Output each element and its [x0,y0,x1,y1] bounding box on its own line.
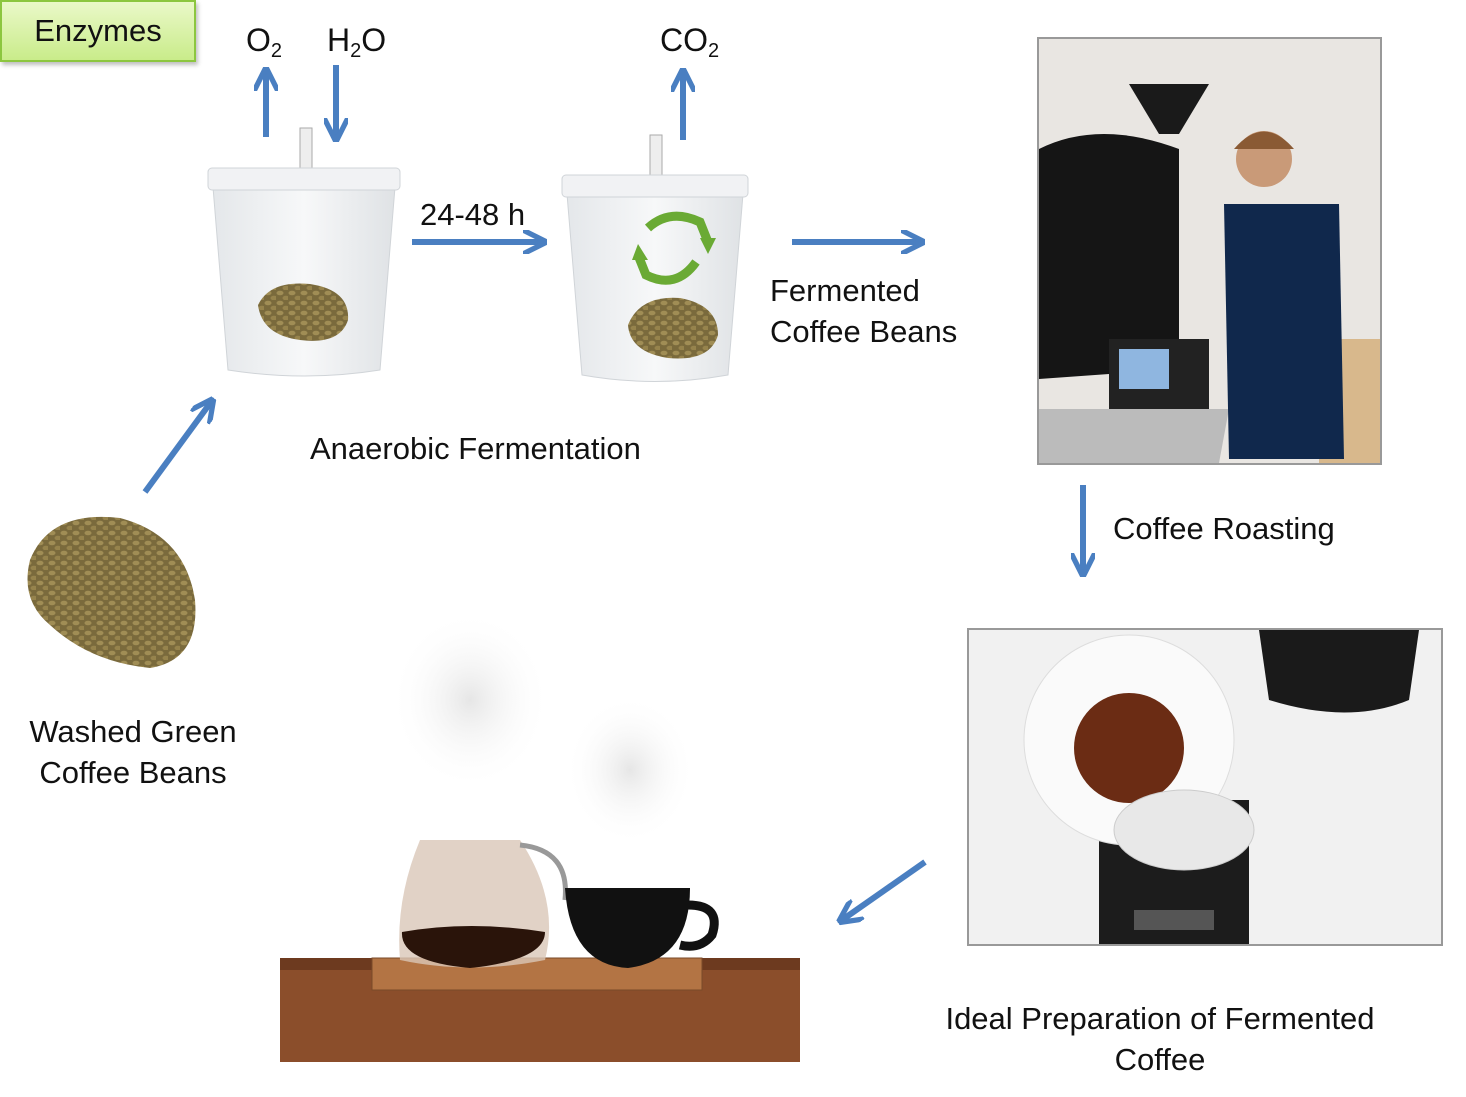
oxygen-label: O2 [246,22,283,62]
carbon-dioxide-label: CO2 [660,22,720,62]
enzymes-box: Enzymes [0,0,196,62]
fermentation-bucket-sealed [561,134,749,382]
fermented-label-line1: Fermented [770,273,920,308]
washed-to-bucket-arrow [142,402,211,494]
washed-beans-pile [27,516,196,668]
fermentation-bucket-open [207,127,401,377]
duration-label: 24-48 h [420,197,526,232]
fermented-label-line2: Coffee Beans [770,314,958,349]
brewed-coffee-scene [280,610,800,1062]
preparation-label-line1: Ideal Preparation of Fermented [945,1001,1375,1036]
preparation-label-line2: Coffee [1114,1042,1206,1077]
preparation-to-cup-arrow [842,859,927,920]
water-label: H2O [327,22,387,62]
pour-over-preparation-photo [967,628,1443,946]
coffee-roasting-photo [1037,37,1382,465]
washed-label-line2: Coffee Beans [39,755,227,790]
enzymes-label: Enzymes [34,13,162,48]
roasting-label: Coffee Roasting [1113,511,1335,546]
fermentation-label: Anaerobic Fermentation [310,431,641,466]
washed-label-line1: Washed Green [29,714,237,749]
cycle-icon [633,211,713,285]
